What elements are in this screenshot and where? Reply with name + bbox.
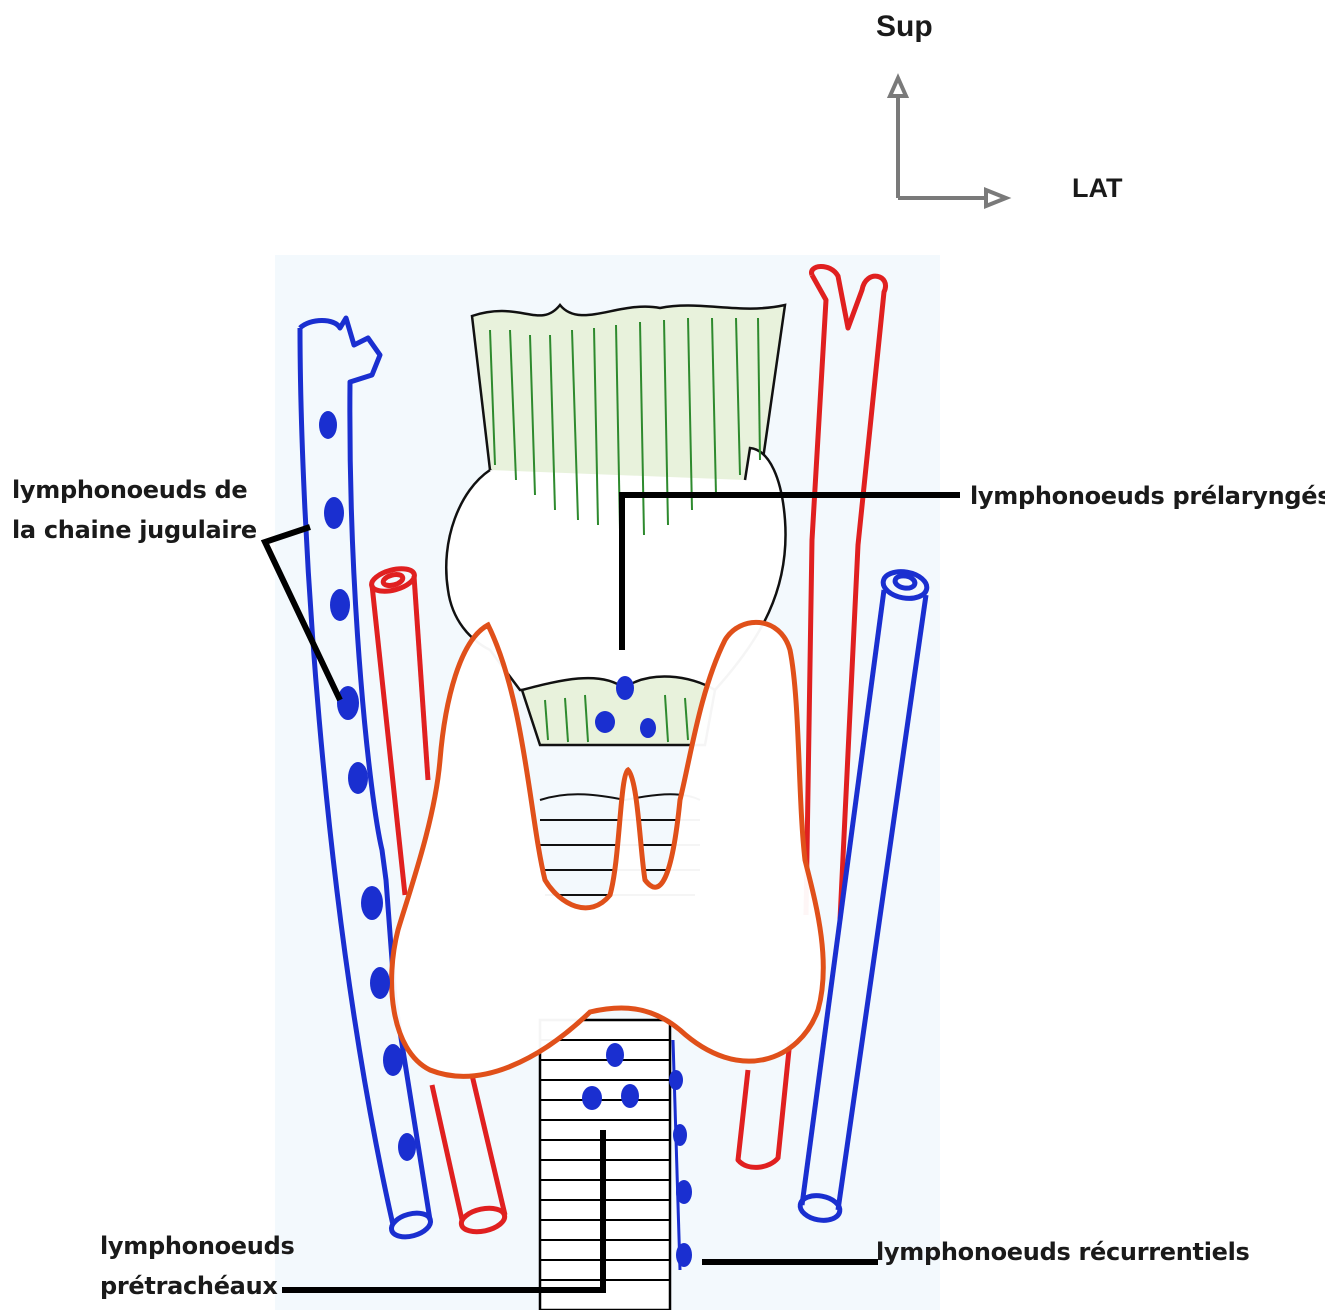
orientation-axes — [890, 78, 1006, 206]
pretracheal-label-line1: lymphonoeuds — [100, 1232, 294, 1260]
pretracheal-label-line2: prétrachéaux — [100, 1272, 278, 1300]
superior-arrow-head — [890, 78, 906, 96]
superior-label: Sup — [876, 10, 933, 44]
lateral-arrow-head — [986, 190, 1006, 206]
recurrent-label: lymphonoeuds récurrentiels — [876, 1238, 1250, 1266]
jugular-chain-label-line2: la chaine jugulaire — [12, 516, 257, 544]
jugular-chain-label-line1: lymphonoeuds de — [12, 476, 247, 504]
prelaryngeal-label: lymphonoeuds prélaryngés — [970, 482, 1325, 510]
lateral-label: LAT — [1072, 173, 1122, 204]
